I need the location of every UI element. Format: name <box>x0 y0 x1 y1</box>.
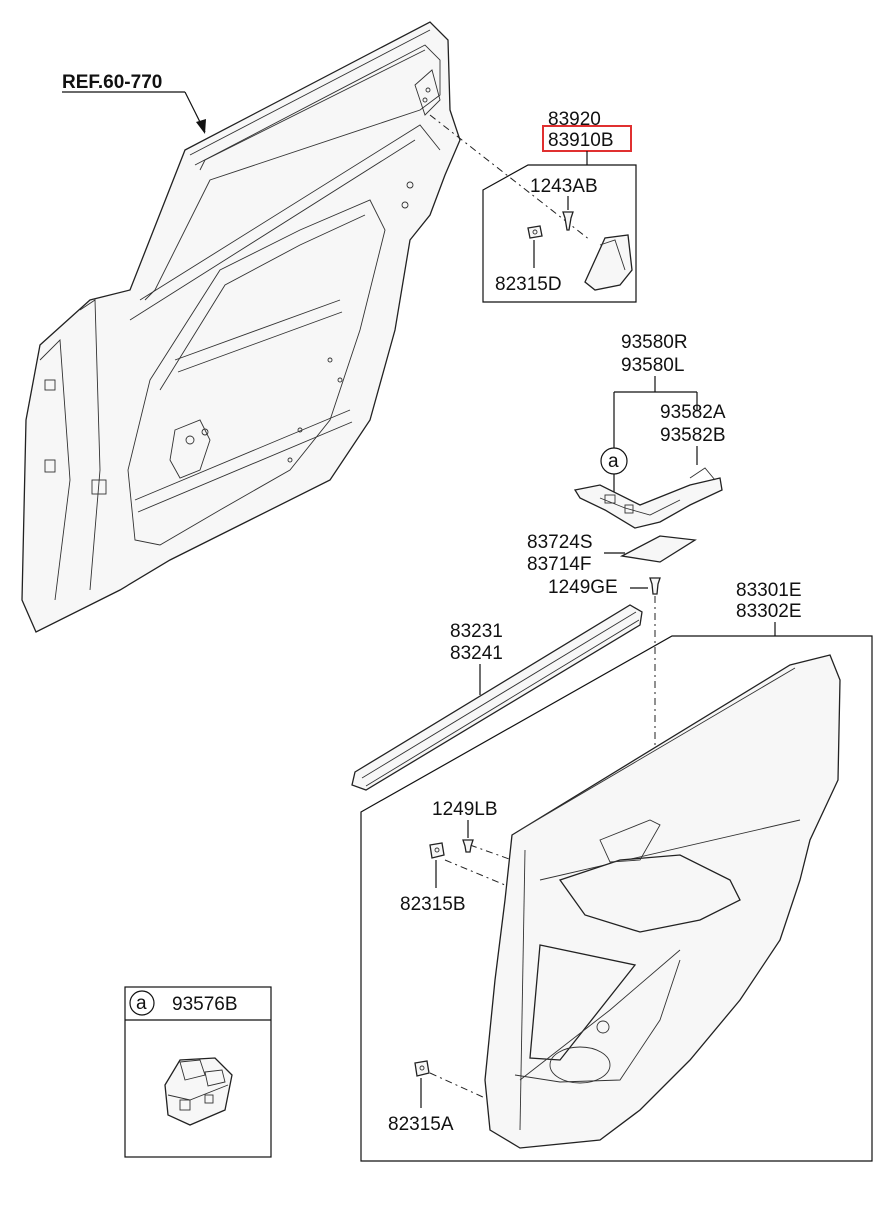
label-82315A: 82315A <box>388 1114 454 1135</box>
inset-a-circle <box>129 990 155 1016</box>
label-83241: 83241 <box>450 643 503 664</box>
pad-83714F <box>619 535 697 563</box>
screw-1249GE-icon <box>649 577 661 595</box>
inset-a-letter: a <box>136 993 147 1014</box>
armrest <box>558 854 741 933</box>
ref-arrowhead-icon <box>196 119 206 134</box>
label-83714F: 83714F <box>527 554 591 575</box>
door-trim-group: 83301E 83302E <box>360 580 873 1162</box>
label-83302E: 83302E <box>736 601 802 622</box>
label-83724S: 83724S <box>527 532 593 553</box>
switch-bezel-93580 <box>573 477 723 529</box>
label-83920: 83920 <box>548 109 601 130</box>
ref-callout: REF.60-770 <box>62 72 206 134</box>
callout-a-letter: a <box>608 451 619 472</box>
door-frame-drawing <box>21 21 461 633</box>
label-83231: 83231 <box>450 621 503 642</box>
clip-82315B-icon <box>429 842 445 859</box>
label-1249GE: 1249GE <box>548 577 618 598</box>
ref-label: REF.60-770 <box>62 72 162 93</box>
label-93580L: 93580L <box>621 355 684 376</box>
label-93580R: 93580R <box>621 332 688 353</box>
clip-82315D-icon <box>527 225 543 239</box>
label-82315D: 82315D <box>495 274 562 295</box>
switch-bezel-group: 93580R 93580L 93582A 93582B a <box>573 332 726 529</box>
label-83301E: 83301E <box>736 580 802 601</box>
corner-garnish-83910B <box>584 234 633 291</box>
fasteners-upper-group: 1249LB 82315B <box>400 799 498 915</box>
label-1249LB: 1249LB <box>432 799 498 820</box>
label-82315B: 82315B <box>400 894 466 915</box>
label-93576B: 93576B <box>172 994 238 1015</box>
speaker-grille <box>549 1046 611 1084</box>
inset-switch-box: a 93576B <box>124 986 272 1158</box>
weatherstrip-group: 83231 83241 <box>351 604 643 791</box>
weatherstrip-83231 <box>351 604 643 791</box>
screw-1249LB-icon <box>462 839 474 853</box>
label-1243AB: 1243AB <box>530 176 598 197</box>
fasteners-lower-group: 82315A <box>388 1060 454 1135</box>
clip-82315A-icon <box>414 1060 430 1077</box>
map-pocket <box>529 944 637 1061</box>
label-93582A: 93582A <box>660 402 726 423</box>
window-switch-93576B <box>164 1057 233 1126</box>
label-93582B: 93582B <box>660 425 726 446</box>
corner-garnish-group: 83920 83910B 1243AB 82315D <box>429 109 637 303</box>
label-83910B: 83910B <box>548 130 614 151</box>
pad-group: 83724S 83714F 1249GE <box>527 532 697 910</box>
screw-1243AB-icon <box>562 211 574 231</box>
